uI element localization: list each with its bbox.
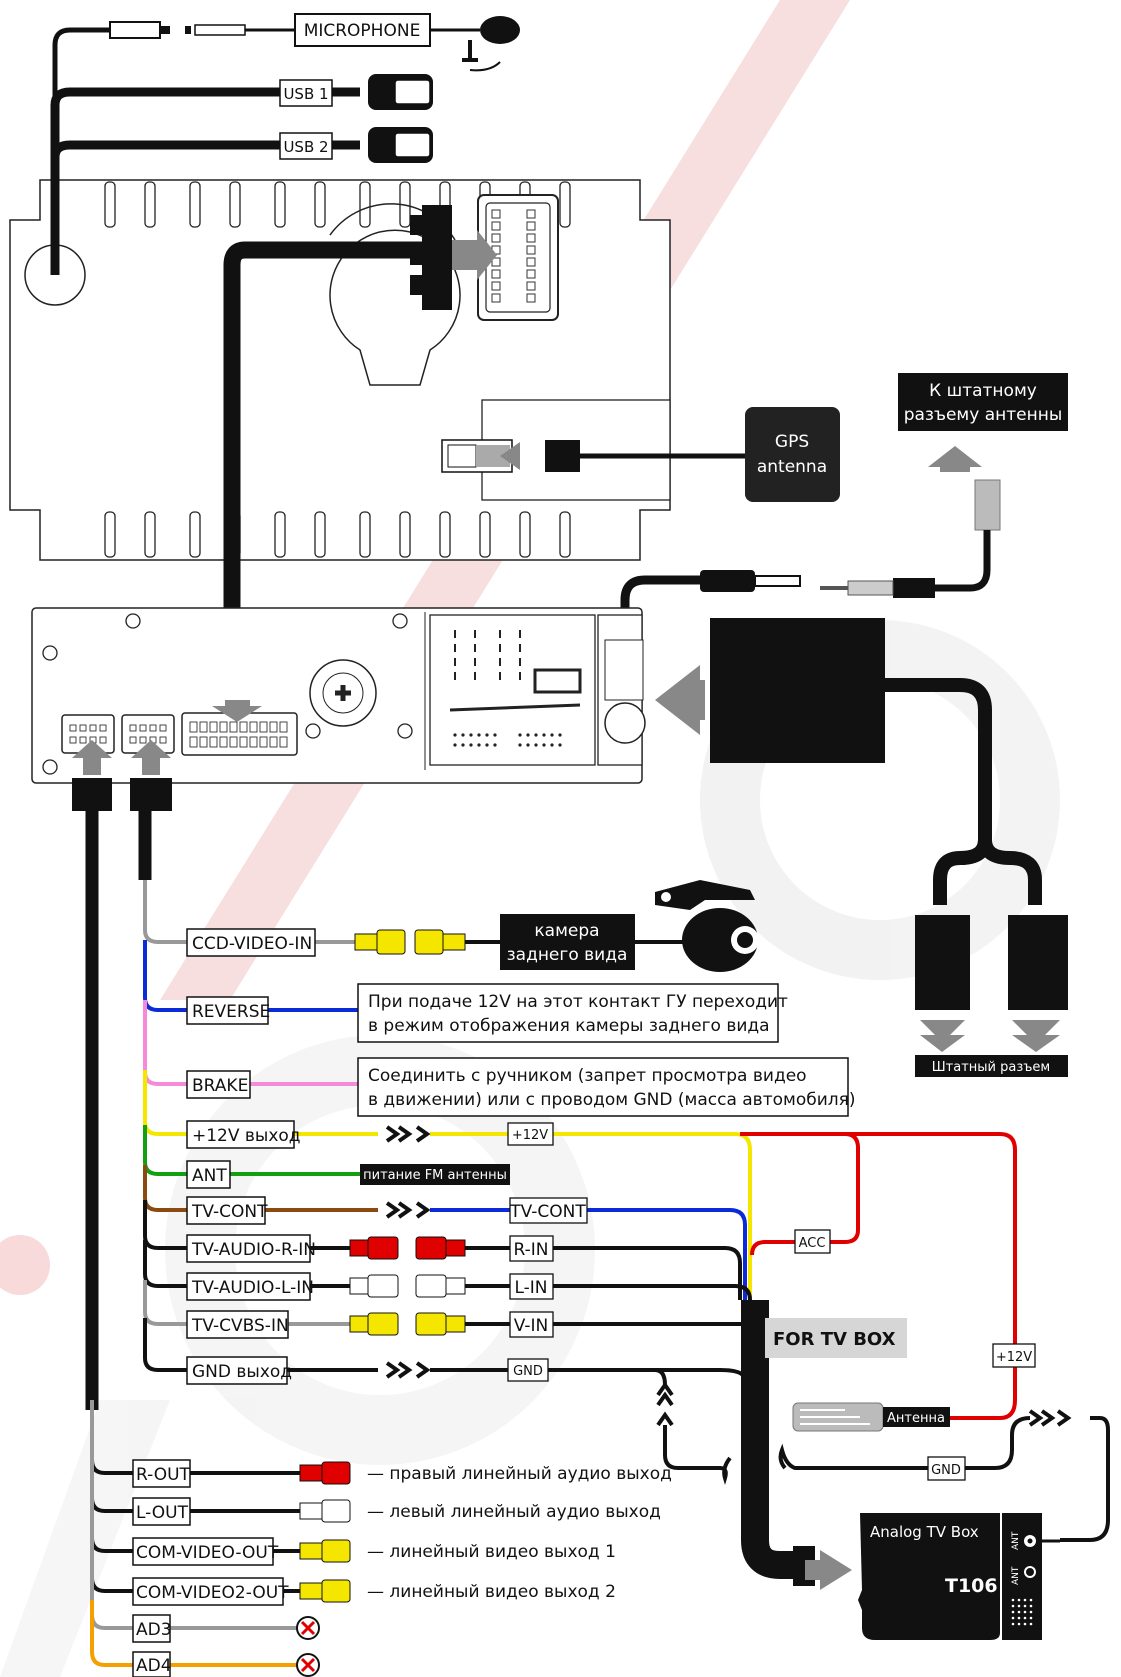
ad3-label: AD3	[136, 1620, 172, 1640]
reverse-note-line2: в режим отображения камеры заднего вида	[368, 1016, 770, 1036]
antenna-note-line2: разъему антенны	[904, 405, 1063, 425]
ad4-label: AD4	[136, 1656, 172, 1676]
brake-note-line1: Соединить с ручником (запрет просмотра в…	[368, 1066, 807, 1086]
brake-note-box	[357, 1057, 849, 1117]
antenna-note-box	[898, 373, 1068, 431]
ant-bottom-label: ANT	[1011, 1566, 1021, 1585]
input-l-in-label: L-IN	[514, 1278, 547, 1298]
right-arrow-icon	[805, 1550, 852, 1590]
input-tv-cont-label: TV-CONT	[509, 1202, 586, 1222]
adapter-box: Штатный разъем	[655, 618, 1068, 1077]
gps-antenna-box	[745, 407, 840, 502]
brake-note-line2: в движении) или с проводом GND (масса ав…	[368, 1090, 856, 1110]
r-out-label: R-OUT	[136, 1465, 191, 1485]
l-out-label: L-OUT	[136, 1503, 189, 1523]
factory-connector-label-box	[915, 1055, 1068, 1077]
plus12v-out-label: +12V выход	[192, 1126, 301, 1146]
up-arrow-icon	[131, 740, 171, 775]
fm-power-note-box	[360, 1164, 510, 1185]
top-cables: MICROPHONE USB 1 USB 2	[50, 13, 520, 275]
input-gnd-label: GND	[513, 1364, 543, 1379]
head-unit-side	[31, 607, 646, 811]
tv-cont-label: TV-CONT	[191, 1202, 268, 1222]
input-r-in-label: R-IN	[514, 1240, 549, 1260]
tv-audio-l-in-label: TV-AUDIO-L-IN	[191, 1278, 314, 1298]
gps-label-line2: antenna	[757, 457, 827, 477]
gps-antenna: GPS antenna	[441, 407, 840, 502]
reverse-label: REVERSE	[192, 1002, 270, 1022]
usb1-label: USB 1	[283, 85, 328, 103]
down-arrow-icon	[920, 1020, 965, 1052]
tv-box-title: Analog TV Box	[870, 1523, 979, 1541]
usb2-label-box	[279, 132, 333, 160]
tv-audio-r-in-label: TV-AUDIO-R-IN	[191, 1240, 316, 1260]
antenna-label: Антенна	[887, 1411, 945, 1426]
wire-harness	[85, 810, 1110, 1667]
antenna-note-line1: К штатному	[929, 381, 1037, 401]
head-unit-back	[9, 179, 671, 561]
wire-labels: CCD-VIDEO-IN REVERSE BRAKE +12V выход AN…	[132, 928, 316, 1677]
antenna-adapter: К штатному разъему антенны	[620, 373, 1068, 715]
tv-box-inputs: +12V TV-CONT R-IN L-IN V-IN GND ACC +12V…	[507, 1122, 1036, 1481]
down-arrow-icon	[212, 700, 262, 722]
microphone-label: MICROPHONE	[304, 21, 421, 41]
ant-top-label: ANT	[1011, 1531, 1021, 1550]
usb2-label: USB 2	[283, 138, 328, 156]
tv-box-model: T106	[945, 1575, 998, 1597]
brake-label: BRAKE	[192, 1076, 248, 1096]
acc-label: ACC	[799, 1236, 826, 1251]
l-out-desc: — левый линейный аудио выход	[367, 1502, 661, 1522]
ccd-video-in-label: CCD-VIDEO-IN	[192, 934, 312, 954]
tv-cvbs-in-label: TV-CVBS-IN	[191, 1316, 289, 1336]
com-video-out-label: COM-VIDEO-OUT	[136, 1543, 279, 1563]
left-arrow-icon	[655, 665, 705, 735]
microphone-icon	[480, 16, 520, 44]
antenna-label-box	[883, 1407, 950, 1427]
unused-caps	[296, 1616, 320, 1677]
factory-connector-label: Штатный разъем	[932, 1060, 1050, 1075]
com-video2-out-label: COM-VIDEO2-OUT	[136, 1583, 289, 1603]
output-descriptions: — правый линейный аудио выход — левый ли…	[367, 1464, 672, 1602]
for-tv-box-label: FOR TV BOX	[773, 1329, 896, 1350]
video2-desc: — линейный видео выход 2	[367, 1582, 616, 1602]
reverse-note-box	[357, 983, 779, 1043]
analog-tv-box: Analog TV Box T106 ANT ANT	[805, 1513, 1060, 1640]
right-gnd-label: GND	[931, 1463, 961, 1478]
wire-chevrons	[385, 1125, 1072, 1427]
down-arrow-icon	[1012, 1020, 1060, 1052]
notes: При подаче 12V на этот контакт ГУ перехо…	[357, 983, 856, 1185]
camera-label-line2: заднего вида	[507, 945, 628, 965]
up-arrow-icon	[928, 446, 982, 470]
camera-label-line1: камера	[534, 921, 599, 941]
usb1-label-box	[279, 79, 333, 107]
rear-camera: камера заднего вида	[500, 880, 759, 972]
gnd-out-label: GND выход	[192, 1362, 292, 1382]
ant-label: ANT	[192, 1166, 227, 1186]
gps-label-line1: GPS	[775, 432, 809, 452]
right-plus12v-label: +12V	[996, 1350, 1032, 1365]
reverse-note-line1: При подаче 12V на этот контакт ГУ перехо…	[368, 992, 788, 1012]
for-tv-box-box	[765, 1318, 907, 1358]
r-out-desc: — правый линейный аудио выход	[367, 1464, 672, 1484]
camera-icon	[655, 880, 755, 910]
up-arrow-icon	[72, 740, 112, 775]
video1-desc: — линейный видео выход 1	[367, 1542, 616, 1562]
input-v-in-label: V-IN	[514, 1316, 549, 1336]
fm-power-note: питание FM антенны	[363, 1168, 507, 1183]
input-plus12v-label: +12V	[512, 1128, 548, 1143]
microphone-label-box	[294, 13, 431, 47]
rca-plugs	[299, 929, 500, 1603]
camera-label-box	[500, 914, 635, 970]
